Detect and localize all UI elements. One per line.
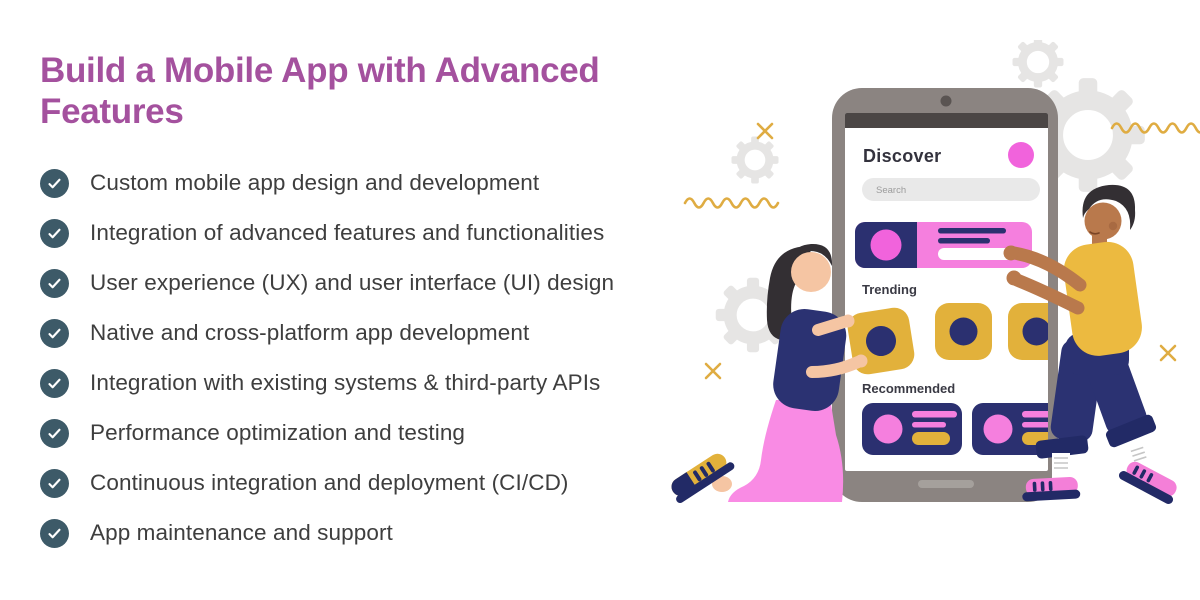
woman-illustration xyxy=(671,243,868,503)
search-placeholder: Search xyxy=(876,185,906,196)
check-icon xyxy=(40,518,69,548)
squiggle-line-icon xyxy=(1110,122,1200,134)
gear-icon xyxy=(1013,40,1064,87)
man-shoe xyxy=(1022,476,1081,502)
x-mark-icon xyxy=(704,362,722,380)
check-icon xyxy=(40,268,69,298)
feature-text: Integration with existing systems & thir… xyxy=(90,370,601,395)
recommended-heading: Recommended xyxy=(862,381,955,396)
page-title: Build a Mobile App with Advanced Feature… xyxy=(40,51,600,131)
feature-text: Performance optimization and testing xyxy=(90,420,466,445)
man-sock xyxy=(1052,453,1070,481)
man-shoe xyxy=(1118,461,1177,504)
check-icon xyxy=(40,318,69,348)
feature-text: User experience (UX) and user interface … xyxy=(90,270,615,295)
check-icon xyxy=(40,218,69,248)
check-icon xyxy=(40,168,69,198)
phone-screen: Discover Search Trending xyxy=(845,113,1048,471)
phone-camera-dot xyxy=(940,95,952,107)
feature-item: App maintenance and support xyxy=(40,508,614,558)
search-input xyxy=(862,178,1040,201)
feature-item: Continuous integration and deployment (C… xyxy=(40,458,614,508)
check-icon xyxy=(40,418,69,448)
phone-mockup: Discover Search Trending xyxy=(832,88,1058,502)
feature-item: Native and cross-platform app developmen… xyxy=(40,308,614,358)
trending-tile xyxy=(935,303,992,360)
trending-heading: Trending xyxy=(862,282,917,297)
feature-text: Integration of advanced features and fun… xyxy=(90,220,605,245)
woman-shoe xyxy=(671,453,735,503)
recommended-card xyxy=(862,403,962,455)
feature-text: App maintenance and support xyxy=(90,520,393,545)
feature-list: Custom mobile app design and development… xyxy=(40,158,614,558)
feature-text: Custom mobile app design and development xyxy=(90,170,540,195)
gear-icon xyxy=(731,136,778,183)
squiggle-line-icon xyxy=(683,197,780,209)
check-icon xyxy=(40,468,69,498)
feature-text: Continuous integration and deployment (C… xyxy=(90,470,569,495)
mobile-app-illustration: Discover Search Trending xyxy=(671,40,1200,504)
featured-card xyxy=(855,222,1032,268)
man-illustration xyxy=(1003,184,1177,504)
feature-item: Integration with existing systems & thir… xyxy=(40,358,614,408)
feature-text: Native and cross-platform app developmen… xyxy=(90,320,530,345)
feature-item: Integration of advanced features and fun… xyxy=(40,208,614,258)
avatar xyxy=(1008,142,1034,168)
check-icon xyxy=(40,368,69,398)
discover-title: Discover xyxy=(863,146,941,166)
feature-item: User experience (UX) and user interface … xyxy=(40,258,614,308)
status-bar xyxy=(845,113,1048,128)
x-mark-icon xyxy=(1159,344,1177,362)
home-indicator xyxy=(918,480,974,488)
x-mark-icon xyxy=(756,122,774,140)
feature-item: Custom mobile app design and development xyxy=(40,158,614,208)
feature-item: Performance optimization and testing xyxy=(40,408,614,458)
trending-tile xyxy=(1008,303,1048,360)
